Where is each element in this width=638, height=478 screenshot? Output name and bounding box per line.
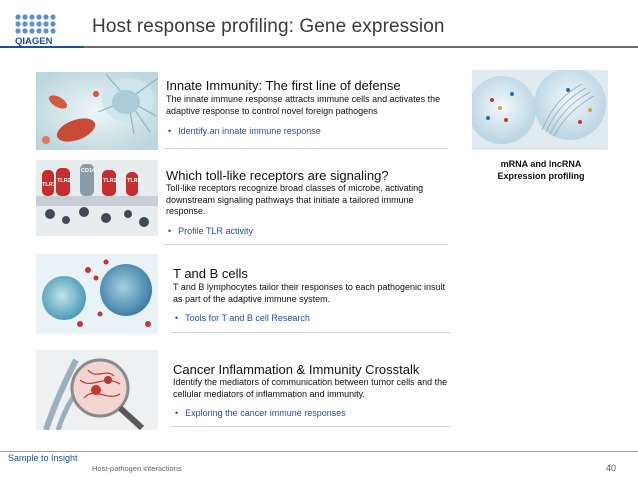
bullet-toll-like-receptors[interactable]: • Profile TLR activity [168, 226, 253, 236]
bullet-label: Tools for T and B cell Research [185, 313, 310, 323]
bullet-label: Identify an innate immune response [178, 126, 321, 136]
section-divider [171, 426, 451, 427]
section-title-innate-immunity: Innate Immunity: The first line of defen… [166, 78, 401, 93]
bullet-dot: • [168, 226, 172, 236]
bullet-cancer-inflammation[interactable]: • Exploring the cancer immune responses [175, 408, 346, 418]
toll-like-receptors-image: TLR1 TLR2 CD14 TLR2 TLR6 [36, 160, 158, 236]
page-number: 40 [606, 463, 617, 473]
footer-divider [0, 451, 638, 452]
bullet-innate-immunity[interactable]: • Identify an innate immune response [168, 126, 321, 136]
tlr-label: TLR1 [42, 182, 56, 188]
page-title: Host response profiling: Gene expression [92, 16, 445, 37]
bullet-dot: • [168, 126, 172, 136]
innate-immunity-image [36, 72, 158, 150]
section-description-t-and-b-cells: T and B lymphocytes tailor their respons… [173, 282, 445, 304]
header-divider [0, 46, 638, 48]
tlr-label: TLR2 [103, 178, 117, 184]
bullet-label: Profile TLR activity [178, 226, 254, 236]
bullet-t-and-b-cells[interactable]: • Tools for T and B cell Research [175, 313, 310, 323]
logo-text: QIAGEN [15, 36, 53, 46]
section-description-innate-immunity: The innate immune response attracts immu… [166, 94, 441, 116]
header-divider-accent [0, 46, 84, 48]
section-divider [164, 148, 448, 149]
caption-line-2: Expression profiling [497, 171, 585, 181]
section-title-toll-like-receptors: Which toll-like receptors are signaling? [166, 168, 389, 183]
caption-line-1: mRNA and lncRNA [500, 159, 582, 169]
tlr-label: CD14 [81, 168, 96, 174]
section-divider [164, 244, 448, 245]
section-description-cancer-inflammation: Identify the mediators of communication … [173, 377, 448, 399]
tlr-label: TLR2 [57, 178, 71, 184]
cancer-inflammation-image [36, 350, 158, 430]
t-and-b-cells-image [36, 254, 158, 334]
section-divider [171, 332, 451, 333]
section-title-cancer-inflammation: Cancer Inflammation & Immunity Crosstalk [173, 362, 420, 377]
bullet-dot: • [175, 313, 179, 323]
tlr-label: TLR6 [127, 178, 141, 184]
footer-text: Host-pathogen interactions [92, 464, 182, 473]
qiagen-logo: QIAGEN [10, 12, 72, 47]
rna-profiling-caption: mRNA and lncRNA Expression profiling [474, 158, 608, 182]
bullet-label: Exploring the cancer immune responses [185, 408, 346, 418]
section-description-toll-like-receptors: Toll-like receptors recognize broad clas… [166, 183, 424, 216]
section-title-t-and-b-cells: T and B cells [173, 266, 248, 281]
footer-brand: Sample to Insight [8, 453, 78, 463]
rna-profiling-image [468, 68, 608, 150]
bullet-dot: • [175, 408, 179, 418]
